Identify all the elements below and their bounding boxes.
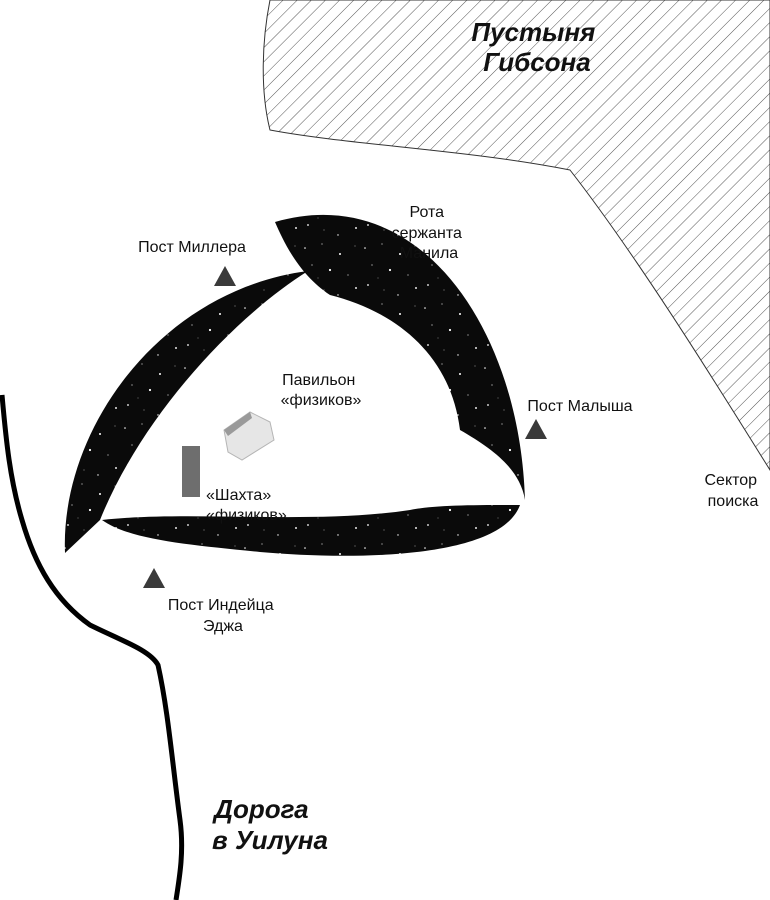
road-line [0, 394, 185, 900]
post-miller-label: Пост Миллера [138, 239, 246, 256]
ring-segment-right [275, 214, 525, 500]
desert-label: Пустыня Гибсона [471, 17, 602, 77]
post-indian-label: Пост Индейца Эджа [168, 597, 278, 635]
pavilion-label: Павильон «физиков» [281, 372, 362, 409]
shaft-label: «Шахта» «физиков» [206, 487, 287, 524]
shaft-rect [182, 446, 200, 497]
post-indian-marker [143, 568, 165, 588]
road-label: Дорога в Уилуна [212, 794, 328, 855]
ring-segment-bottom [102, 505, 520, 556]
post-malysh-marker [525, 419, 547, 439]
company-label: Рота сержанта Манила [392, 204, 467, 262]
post-miller-marker [214, 266, 236, 286]
ring-segment-left [64, 271, 308, 553]
sector-label: Сектор поиска [704, 472, 761, 510]
post-malysh-label: Пост Малыша [527, 398, 632, 415]
pavilion-shadow [224, 412, 252, 436]
desert-area [262, 0, 770, 471]
